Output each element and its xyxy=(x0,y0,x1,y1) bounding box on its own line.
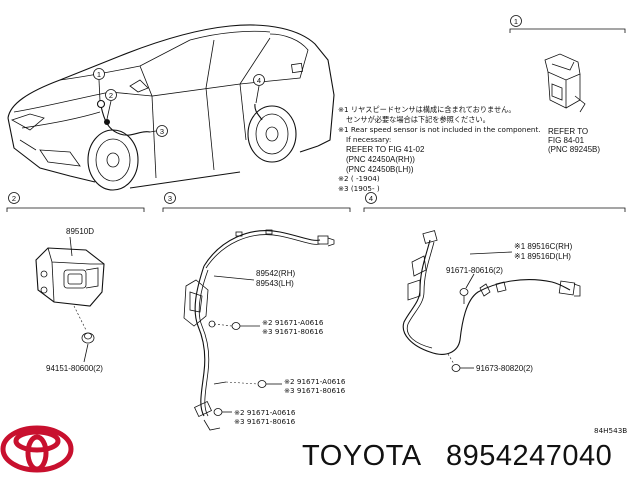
bolt-c-icon xyxy=(213,408,232,416)
diagram-code: 84H543B xyxy=(594,426,627,435)
bolt-icon xyxy=(81,332,95,344)
bolt-94151-label: 94151-80600(2) xyxy=(46,364,103,373)
bolt-c-label-2: ※3 91671-80616 xyxy=(234,417,296,426)
callout-1: 1 xyxy=(97,70,101,79)
car-callouts: 1 2 3 4 xyxy=(93,68,265,137)
sensor-part-icon xyxy=(35,247,105,307)
section-1-fig: FIG 84-01 xyxy=(548,136,585,145)
brand-name: TOYOTA xyxy=(302,440,422,472)
part-89543-label: 89543(LH) xyxy=(256,279,294,288)
note-date-2: ※2 ( -1904) xyxy=(338,174,380,183)
section-4: 4 ※1 89516C(RH) ※1 89516D(LH) 91671-8061… xyxy=(363,192,626,373)
note-pnc-rh: (PNC 42450A(RH)) xyxy=(346,155,415,164)
part-89542-label: 89542(RH) xyxy=(256,269,295,278)
toyota-logo-icon xyxy=(0,425,74,473)
bolt-top-icon xyxy=(459,288,469,304)
section-1-pnc: (PNC 89245B) xyxy=(548,145,600,154)
section-1-refer: REFER TO xyxy=(548,127,588,136)
section-3: 3 89542(RH) 89543(LH) xyxy=(162,192,351,431)
bolt-b-label-2: ※3 91671-80616 xyxy=(284,386,346,395)
part-number: 8954247040 xyxy=(446,440,612,472)
callout-3: 3 xyxy=(160,127,164,136)
section-3-number: 3 xyxy=(168,194,172,203)
wire-harness-icon xyxy=(183,229,335,431)
car-illustration xyxy=(7,24,335,191)
note-pnc-lh: (PNC 42450B(LH)) xyxy=(346,165,414,174)
bolt-91671-80616-label: 91671-80616(2) xyxy=(446,266,503,275)
bolt-b-label-1: ※2 91671-A0616 xyxy=(284,377,346,386)
note-jp-1: ※1 リヤスピードセンサは構成に含まれておりません。 xyxy=(338,105,516,114)
note-en-2: If necessary: xyxy=(346,135,391,144)
note-jp-2: センサが必要な場合は下記を参照ください。 xyxy=(346,115,490,124)
note-en-1: ※1 Rear speed sensor is not included in … xyxy=(338,125,541,134)
part-89516d-label: ※1 89516D(LH) xyxy=(514,252,571,261)
section-2: 2 89510D 94151-80600(2) xyxy=(6,192,145,373)
module-part-icon xyxy=(544,53,586,113)
part-89510d-label: 89510D xyxy=(66,227,94,236)
bolt-c-label-1: ※2 91671-A0616 xyxy=(234,408,296,417)
bolt-a-icon xyxy=(231,322,260,330)
section-1-number: 1 xyxy=(514,17,518,26)
bolt-91673-label: 91673-80820(2) xyxy=(476,364,533,373)
bolt-a-label-2: ※3 91671-80616 xyxy=(262,327,324,336)
callout-2: 2 xyxy=(109,91,113,100)
section-1: 1 REFER TO FIG 84-01 (PNC 89245B) xyxy=(509,15,626,154)
speed-sensor-wire-icon xyxy=(402,230,581,355)
note-refer: REFER TO FIG 41-02 xyxy=(346,145,425,154)
note-date-3: ※3 (1905- ) xyxy=(338,184,380,193)
part-89516c-label: ※1 89516C(RH) xyxy=(514,242,573,251)
section-4-number: 4 xyxy=(369,194,373,203)
section-2-number: 2 xyxy=(12,194,16,203)
bolt-b-icon xyxy=(257,380,282,388)
callout-4: 4 xyxy=(257,76,261,85)
bolt-a-label-1: ※2 91671-A0616 xyxy=(262,318,324,327)
bolt-bottom-icon xyxy=(451,364,474,372)
notes-block: ※1 リヤスピードセンサは構成に含まれておりません。 センサが必要な場合は下記を… xyxy=(338,105,541,193)
